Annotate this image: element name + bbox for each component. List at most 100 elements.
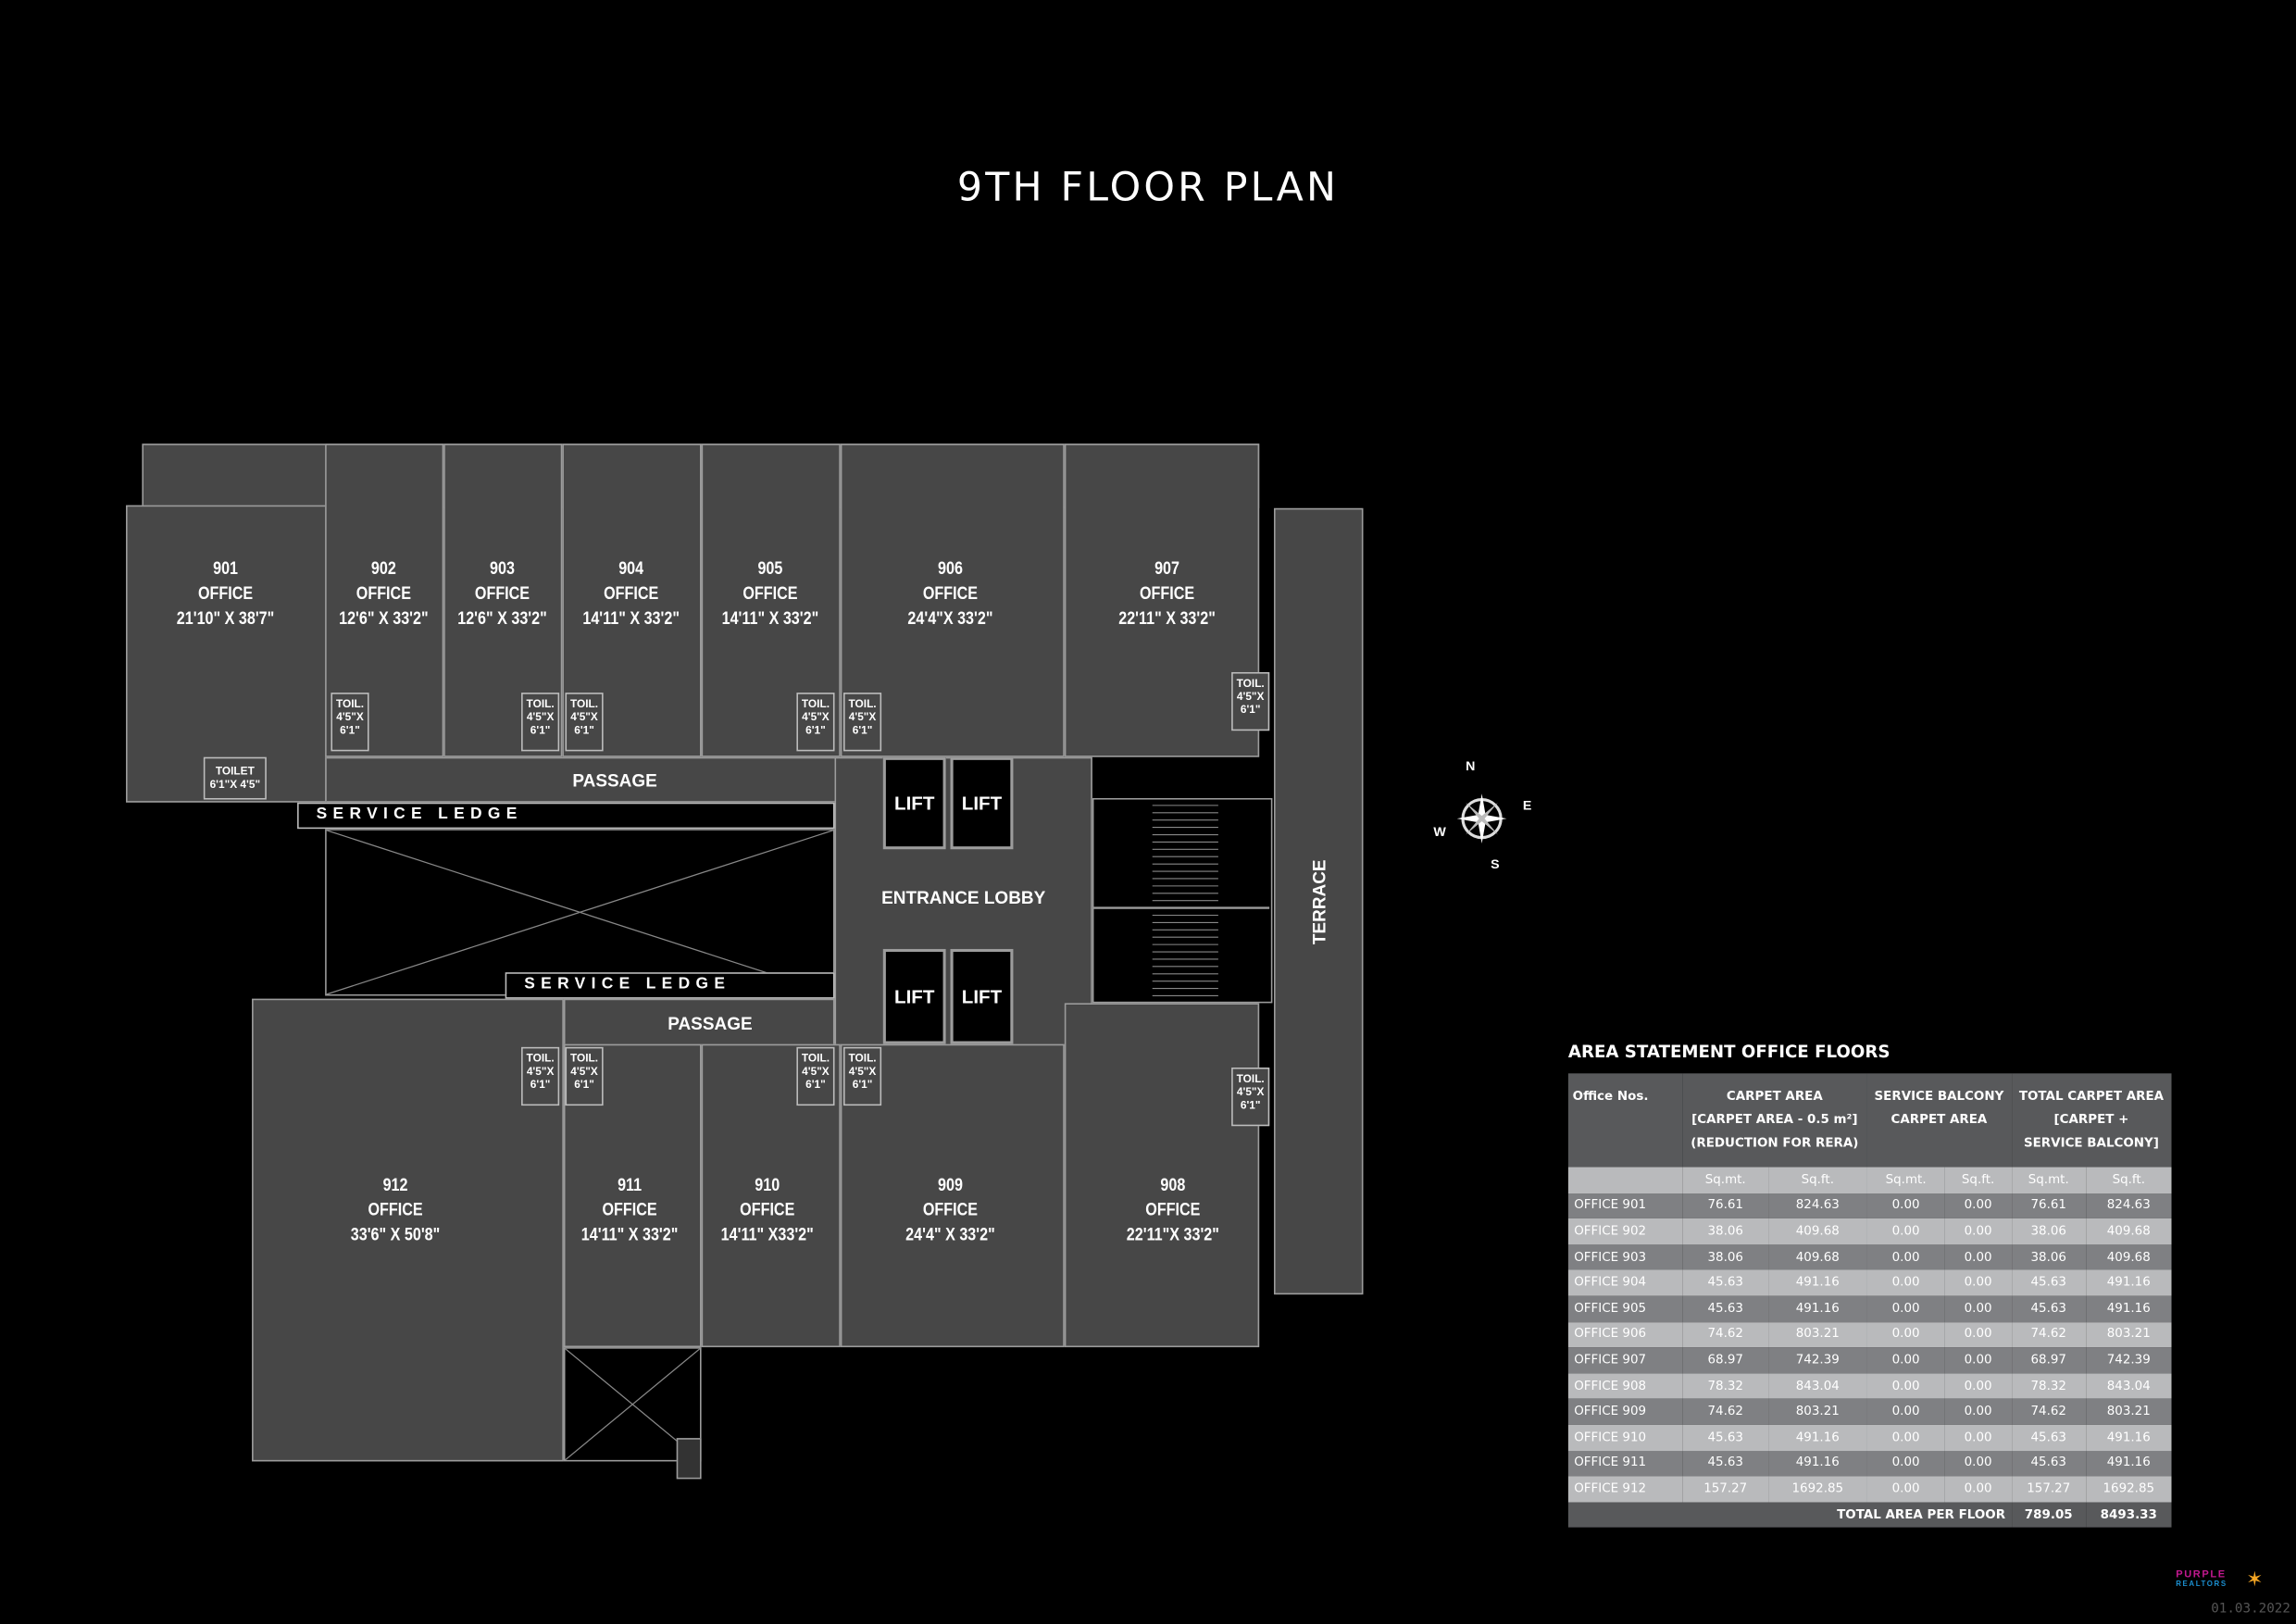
office-912 bbox=[252, 998, 564, 1462]
compass-north: N bbox=[1466, 758, 1476, 774]
area-cell: 45.63 bbox=[2011, 1450, 2087, 1477]
lobby-label: ENTRANCE LOBBY bbox=[881, 887, 1046, 908]
lift-1: LIFT bbox=[882, 756, 946, 850]
date-stamp: 01.03.2022 bbox=[2211, 1602, 2290, 1618]
col-total-carpet: TOTAL CARPET AREA[CARPET +SERVICE BALCON… bbox=[2011, 1073, 2172, 1168]
office-number: 910 bbox=[755, 1174, 780, 1195]
area-cell: 0.00 bbox=[1944, 1321, 2012, 1348]
office-number: 902 bbox=[370, 557, 396, 579]
office-type: OFFICE bbox=[740, 1199, 795, 1220]
area-cell: 0.00 bbox=[1866, 1476, 1945, 1503]
area-cell: 491.16 bbox=[1768, 1295, 1867, 1322]
area-cell: 68.97 bbox=[2011, 1347, 2087, 1374]
office-name-cell: OFFICE 902 bbox=[1567, 1218, 1683, 1245]
terrace-label: TERRACE bbox=[1308, 858, 1329, 944]
area-cell: 157.27 bbox=[1682, 1476, 1769, 1503]
office-dims: 22'11" X 33'2" bbox=[1118, 607, 1216, 629]
page-title: 9TH FLOOR PLAN bbox=[956, 165, 1340, 211]
area-cell: 74.62 bbox=[2011, 1321, 2087, 1348]
lift-2: LIFT bbox=[950, 756, 1014, 850]
service-ledge-lower: SERVICE LEDGE bbox=[505, 972, 835, 999]
area-cell: 803.21 bbox=[1768, 1398, 1867, 1425]
office-number: 911 bbox=[618, 1174, 643, 1195]
area-cell: 0.00 bbox=[1944, 1295, 2012, 1322]
area-cell: 0.00 bbox=[1866, 1424, 1945, 1451]
void-cross-icon bbox=[326, 830, 834, 995]
area-cell: 45.63 bbox=[1682, 1450, 1769, 1477]
unit-cell: Sq.mt. bbox=[1866, 1167, 1945, 1193]
office-name-cell: OFFICE 909 bbox=[1567, 1398, 1683, 1425]
passage-upper: PASSAGE bbox=[325, 756, 882, 803]
office-number: 905 bbox=[757, 557, 783, 579]
area-cell: 843.04 bbox=[2086, 1373, 2172, 1399]
office-type: OFFICE bbox=[474, 582, 530, 604]
office-dims: 14'11" X 33'2" bbox=[580, 1224, 679, 1245]
area-cell: 0.00 bbox=[1944, 1450, 2012, 1477]
office-type: OFFICE bbox=[1145, 1199, 1201, 1220]
area-cell: 0.00 bbox=[1944, 1269, 2012, 1296]
office-name-cell: OFFICE 906 bbox=[1567, 1321, 1683, 1348]
passage-lower: PASSAGE bbox=[563, 998, 835, 1046]
office-name-cell: OFFICE 908 bbox=[1567, 1373, 1683, 1399]
area-cell: 78.32 bbox=[1682, 1373, 1769, 1399]
area-cell: 1692.85 bbox=[2086, 1476, 2172, 1503]
unit-cell: Sq.mt. bbox=[1682, 1167, 1769, 1193]
area-cell: 45.63 bbox=[1682, 1269, 1769, 1296]
col-carpet-area: CARPET AREA[CARPET AREA - 0.5 m²](REDUCT… bbox=[1682, 1073, 1867, 1168]
area-cell: 0.00 bbox=[1866, 1269, 1945, 1296]
area-cell: 491.16 bbox=[1768, 1424, 1867, 1451]
area-cell: 491.16 bbox=[2086, 1269, 2172, 1296]
area-cell: 74.62 bbox=[2011, 1398, 2087, 1425]
area-cell: 76.61 bbox=[1682, 1193, 1769, 1219]
area-cell: 824.63 bbox=[2086, 1193, 2172, 1219]
total-sqmt: 789.05 bbox=[2011, 1502, 2087, 1529]
area-cell: 803.21 bbox=[2086, 1398, 2172, 1425]
office-type: OFFICE bbox=[602, 1199, 657, 1220]
area-cell: 0.00 bbox=[1944, 1476, 2012, 1503]
area-cell: 0.00 bbox=[1866, 1450, 1945, 1477]
area-cell: 491.16 bbox=[1768, 1269, 1867, 1296]
area-cell: 0.00 bbox=[1944, 1193, 2012, 1219]
staircase bbox=[1092, 797, 1273, 1004]
area-cell: 843.04 bbox=[1768, 1373, 1867, 1399]
passage-label: PASSAGE bbox=[668, 1013, 753, 1034]
area-cell: 0.00 bbox=[1866, 1218, 1945, 1245]
lift-4: LIFT bbox=[950, 948, 1014, 1044]
office-type: OFFICE bbox=[1139, 582, 1195, 604]
area-cell: 74.62 bbox=[1682, 1398, 1769, 1425]
area-cell: 74.62 bbox=[1682, 1321, 1769, 1348]
area-cell: 0.00 bbox=[1866, 1398, 1945, 1425]
table-header-row: Office Nos. CARPET AREA[CARPET AREA - 0.… bbox=[1567, 1073, 2172, 1168]
service-ledge-upper: SERVICE LEDGE bbox=[297, 802, 835, 830]
area-cell: 0.00 bbox=[1866, 1244, 1945, 1270]
area-cell: 0.00 bbox=[1866, 1321, 1945, 1348]
area-cell: 38.06 bbox=[2011, 1218, 2087, 1245]
area-cell: 409.68 bbox=[2086, 1218, 2172, 1245]
area-cell: 803.21 bbox=[1768, 1321, 1867, 1348]
area-cell: 409.68 bbox=[1768, 1218, 1867, 1245]
lift-3: LIFT bbox=[882, 948, 946, 1044]
area-cell: 0.00 bbox=[1866, 1193, 1945, 1219]
office-907 bbox=[1064, 443, 1260, 757]
logo-line2: REALTORS bbox=[2176, 1580, 2227, 1590]
col-office: Office Nos. bbox=[1567, 1073, 1683, 1168]
logo-star-icon: ✶ bbox=[2246, 1567, 2264, 1591]
